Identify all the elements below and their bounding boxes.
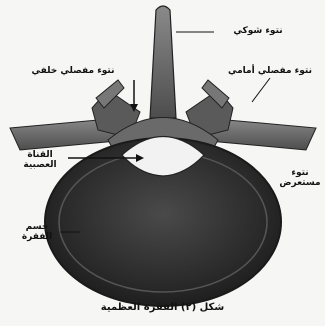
label-spinal-canal: القناة العصبية <box>14 150 66 171</box>
figure-caption: شكل (٢) الفقرة العظمية <box>0 302 325 313</box>
spinous-process <box>150 6 176 118</box>
label-articular-anterior: نتوء مفصلي أمامي <box>220 66 320 76</box>
label-spinous-process: نتوء شوكي <box>218 26 298 36</box>
pointer-articular-anterior <box>252 78 270 102</box>
label-transverse-process: نتوء مستعرض <box>278 168 322 189</box>
label-vertebral-body: جسم الفقرة <box>14 222 60 243</box>
label-articular-posterior: نتوء مفصلي خلفي <box>18 66 128 76</box>
